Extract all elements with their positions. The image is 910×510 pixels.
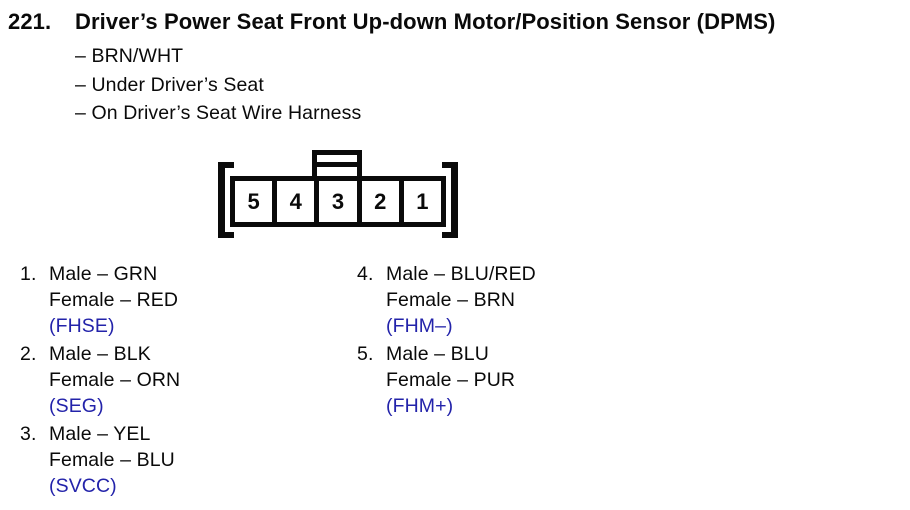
pin-cavity-2: 2 xyxy=(362,181,404,222)
note-harness: – On Driver’s Seat Wire Harness xyxy=(75,102,362,124)
pin-detail: Male – BLU/RED Female – BRN (FHM–) xyxy=(386,261,536,339)
latch-tab-line xyxy=(317,162,357,167)
pin-item-4: 4. Male – BLU/RED Female – BRN (FHM–) xyxy=(357,261,536,339)
pin-number: 4. xyxy=(357,263,374,285)
pin-detail: Male – BLU Female – PUR (FHM+) xyxy=(386,341,515,419)
pin-detail: Male – YEL Female – BLU (SVCC) xyxy=(49,421,175,499)
pin-item-2: 2. Male – BLK Female – ORN (SEG) xyxy=(20,341,180,419)
signal-name: (FHM–) xyxy=(386,315,453,337)
pin-number: 3. xyxy=(20,423,37,445)
pin-cavity-1: 1 xyxy=(416,188,429,214)
pin-cavity-3: 3 xyxy=(319,181,362,222)
female-wire-color: Female – BLU xyxy=(49,449,175,471)
pin-cavity-4: 4 xyxy=(277,181,320,222)
entry-title: Driver’s Power Seat Front Up-down Motor/… xyxy=(75,9,776,34)
pin-detail: Male – BLK Female – ORN (SEG) xyxy=(49,341,180,419)
entry-notes: – BRN/WHT – Under Driver’s Seat – On Dri… xyxy=(75,42,361,128)
pin-cavity-5: 5 xyxy=(235,181,278,222)
signal-name: (SVCC) xyxy=(49,475,117,497)
note-color-code: – BRN/WHT xyxy=(75,45,184,67)
pin-number: 2. xyxy=(20,343,37,365)
connector-end-bracket-right xyxy=(442,162,458,238)
male-wire-color: Male – YEL xyxy=(49,423,151,445)
pin-item-5: 5. Male – BLU Female – PUR (FHM+) xyxy=(357,341,536,419)
male-wire-color: Male – GRN xyxy=(49,263,158,285)
male-wire-color: Male – BLU/RED xyxy=(386,263,536,285)
note-location: – Under Driver’s Seat xyxy=(75,73,264,96)
pin-number: 5. xyxy=(357,343,374,365)
connector-body: 5 4 3 2 1 xyxy=(230,176,446,227)
pin-list-column-2: 4. Male – BLU/RED Female – BRN (FHM–) 5.… xyxy=(357,261,536,421)
signal-name: (FHSE) xyxy=(49,315,115,337)
connector-end-bracket-left xyxy=(218,162,234,238)
entry-number: 221. xyxy=(8,9,52,34)
signal-name: (SEG) xyxy=(49,395,104,417)
female-wire-color: Female – PUR xyxy=(386,369,516,391)
pin-item-3: 3. Male – YEL Female – BLU (SVCC) xyxy=(20,421,180,499)
male-wire-color: Male – BLK xyxy=(49,343,151,365)
pin-item-1: 1. Male – GRN Female – RED (FHSE) xyxy=(20,261,180,339)
pin-number: 1. xyxy=(20,263,37,285)
female-wire-color: Female – BRN xyxy=(386,289,516,311)
pin-list-column-1: 1. Male – GRN Female – RED (FHSE) 2. Mal… xyxy=(20,261,180,501)
connector-diagram: 5 4 3 2 1 xyxy=(213,148,463,243)
female-wire-color: Female – RED xyxy=(49,289,179,311)
pin-detail: Male – GRN Female – RED (FHSE) xyxy=(49,261,178,339)
female-wire-color: Female – ORN xyxy=(49,369,181,391)
male-wire-color: Male – BLU xyxy=(386,343,489,365)
page-title: 221. Driver’s Power Seat Front Up-down M… xyxy=(8,9,903,35)
signal-name: (FHM+) xyxy=(386,395,454,417)
